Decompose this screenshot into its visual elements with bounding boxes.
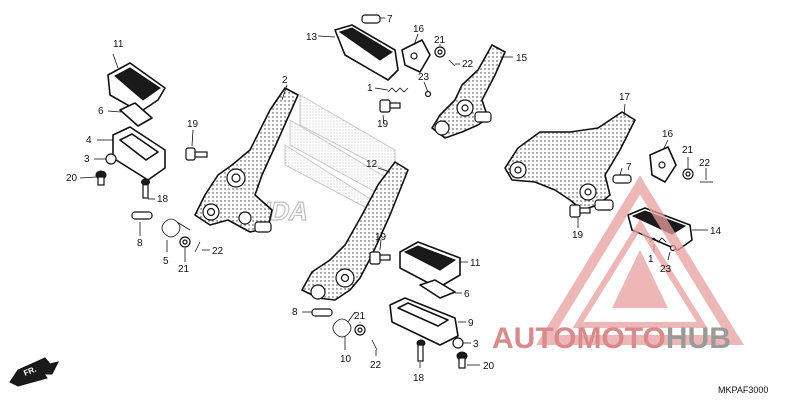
wordmark-moto: MOTO xyxy=(576,322,665,355)
part-12-center-bracket xyxy=(301,161,409,301)
callout-22-right: 22 xyxy=(699,158,711,169)
part-13-passenger-footpeg xyxy=(317,24,399,81)
callout-20-left: 20 xyxy=(66,173,78,184)
part-2-left-main-bracket xyxy=(194,84,299,233)
part-6-left-plate xyxy=(107,102,153,127)
part-16-top-plate xyxy=(401,33,431,73)
callout-19-top: 19 xyxy=(377,119,389,130)
part-8-center-pin xyxy=(302,308,333,317)
part-8-left-pin xyxy=(131,211,153,236)
callout-12: 12 xyxy=(366,159,378,170)
part-19-left-bolt xyxy=(185,129,208,161)
callout-14: 14 xyxy=(710,226,722,237)
part-22-left-cotter-pin xyxy=(194,241,210,253)
part-3-left-bushing xyxy=(94,153,117,165)
diagram-code: MKPAF3000 xyxy=(718,385,768,395)
part-23-top-detent-ball xyxy=(423,81,432,98)
part-7-top-pin xyxy=(361,14,385,24)
callout-18-center: 18 xyxy=(413,373,425,384)
callout-17: 17 xyxy=(619,92,631,103)
part-18-left-bolt xyxy=(141,178,155,200)
callout-19-right: 19 xyxy=(572,230,584,241)
callout-5: 5 xyxy=(163,256,169,267)
callout-21-right: 21 xyxy=(682,145,694,156)
part-5-spring xyxy=(161,218,191,252)
part-18-center-bolt xyxy=(416,339,426,368)
part-20-center-bolt xyxy=(456,351,480,369)
part-20-left-bolt xyxy=(79,170,107,186)
callout-22-left: 22 xyxy=(212,246,224,257)
callout-20-center: 20 xyxy=(483,361,495,372)
front-direction-label: FR. xyxy=(22,365,37,378)
callout-11-center: 11 xyxy=(470,258,481,269)
part-17-right-bracket xyxy=(504,103,636,211)
inner-triangle-fill-icon xyxy=(612,250,668,308)
part-4-left-footpeg-bracket xyxy=(97,126,166,181)
arrow-icon xyxy=(9,357,59,387)
part-22-center-cotter-pin xyxy=(371,339,378,356)
callout-11-left: 11 xyxy=(113,39,124,50)
wordmark-hub: HUB xyxy=(666,322,731,355)
front-direction-arrow: FR. xyxy=(9,357,59,387)
part-21-right-washer xyxy=(682,157,694,180)
callout-7-right: 7 xyxy=(626,162,632,173)
part-19-top-bolt xyxy=(379,99,401,125)
automotohub-watermark xyxy=(536,175,744,345)
part-15-passenger-bracket xyxy=(431,44,513,139)
part-16-right-plate xyxy=(649,139,677,183)
callout-18-left: 18 xyxy=(157,194,169,205)
part-22-right-cotter-pin xyxy=(700,168,713,183)
part-11-left-footpeg xyxy=(107,53,166,113)
callout-19-center: 19 xyxy=(375,232,387,243)
part-1-top-spring xyxy=(374,87,409,93)
callout-21-left: 21 xyxy=(178,264,190,275)
callout-3-left: 3 xyxy=(84,154,90,165)
callout-3-center: 3 xyxy=(473,339,479,350)
callout-22-top: 22 xyxy=(462,59,474,70)
part-21-center-washer xyxy=(354,322,366,336)
callout-13: 13 xyxy=(306,32,318,43)
callout-23-top: 23 xyxy=(418,72,430,83)
part-11-center-footpeg xyxy=(399,241,468,289)
callout-6-center: 6 xyxy=(464,289,470,300)
callout-7-top: 7 xyxy=(387,14,393,25)
callout-22-center: 22 xyxy=(370,360,382,371)
part-10-spring xyxy=(332,311,356,350)
part-21-top-washer xyxy=(434,44,446,58)
part-3-center-bushing xyxy=(452,337,471,349)
callout-6-left: 6 xyxy=(98,106,104,117)
part-6-center-plate xyxy=(419,279,462,299)
callout-2: 2 xyxy=(282,75,288,86)
callout-1-top: 1 xyxy=(367,83,373,94)
part-7-right-pin xyxy=(612,167,632,184)
callout-9: 9 xyxy=(468,318,474,329)
callout-labels: 11 6 4 3 20 18 8 5 21 22 19 2 13 7 16 21… xyxy=(66,14,722,384)
callout-4: 4 xyxy=(86,135,92,146)
part-22-top-cotter-pin xyxy=(448,59,460,67)
inner-triangle-icon xyxy=(572,219,708,328)
callout-21-top: 21 xyxy=(434,35,446,46)
part-19-center-bolt xyxy=(369,239,391,265)
callout-23-right: 23 xyxy=(660,264,672,275)
callout-1-right: 1 xyxy=(648,254,654,265)
part-19-right-bolt xyxy=(569,204,591,228)
callout-8-center: 8 xyxy=(292,307,298,318)
callout-15: 15 xyxy=(516,53,528,64)
part-21-left-washer xyxy=(179,236,191,262)
svg-text:AUTOMOTOHUB: AUTOMOTOHUB xyxy=(492,322,731,355)
warning-triangle-icon xyxy=(536,175,744,345)
callout-21-center: 21 xyxy=(354,311,366,322)
part-9-center-footpeg-bracket xyxy=(389,297,466,346)
callout-19-left: 19 xyxy=(187,119,199,130)
callout-8-left: 8 xyxy=(137,238,143,249)
wordmark-auto: AUTO xyxy=(492,322,576,355)
callout-16-top: 16 xyxy=(413,24,425,35)
honda-wing-watermark: HONDA xyxy=(209,94,396,227)
automotohub-wordmark: AUTOMOTOHUB xyxy=(492,322,731,355)
callout-16-right: 16 xyxy=(662,129,674,140)
callout-10: 10 xyxy=(340,354,352,365)
